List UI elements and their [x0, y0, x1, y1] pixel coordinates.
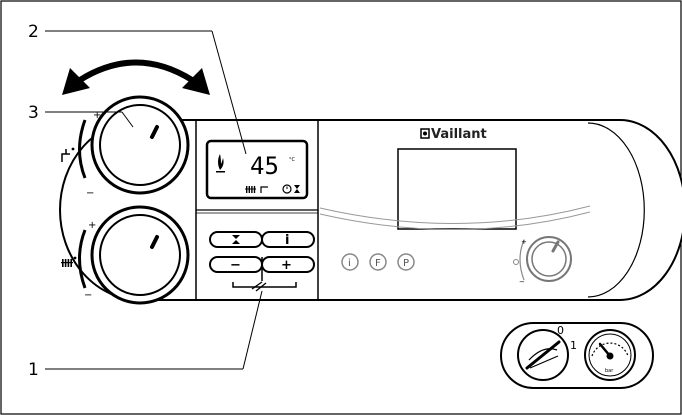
info-button-label: i — [285, 233, 289, 248]
knob-plus-mark: + — [521, 238, 527, 246]
hourglass-icon — [294, 185, 300, 193]
brand-name: Vaillant — [431, 127, 487, 142]
hot-water-plus-mark: + — [93, 110, 101, 121]
fault-button-label: F — [375, 258, 381, 269]
knob-pointer — [551, 240, 560, 253]
rotation-arrowhead-right — [182, 68, 210, 95]
heating-minus-mark: − — [84, 290, 92, 301]
chimney-sweep-combo-icon — [251, 281, 267, 292]
information-screen — [397, 148, 517, 230]
lcd-tap-icon — [260, 186, 268, 193]
brand-logo: Vaillant — [420, 127, 487, 142]
hot-water-scale-arc — [78, 119, 87, 179]
leader-line-1-diagonal — [242, 290, 263, 370]
rotation-arc — [78, 59, 194, 83]
gauge-hub — [606, 352, 614, 360]
info-button[interactable]: i — [261, 231, 315, 248]
callout-label-2: 2 — [28, 22, 39, 42]
knob-minus-mark: − — [519, 278, 525, 286]
heating-scale-arc — [78, 229, 87, 289]
gauge-scale — [591, 342, 629, 357]
chimney-sweep-button[interactable] — [209, 231, 263, 248]
temperature-readout: 45 — [250, 152, 279, 180]
knob-sun-icon — [513, 259, 519, 265]
switch-on-label: 1 — [570, 339, 577, 352]
program-button-label: P — [403, 258, 409, 269]
dial-pointer — [150, 235, 159, 249]
hot-water-temperature-dial[interactable] — [90, 95, 190, 195]
leader-line-2-diagonal — [211, 30, 247, 155]
minus-button-label: − — [230, 258, 241, 273]
clock-icon — [282, 184, 292, 194]
rotation-arrowhead-left — [62, 68, 90, 95]
pressure-gauge: bar — [584, 329, 636, 381]
gauge-unit-label: bar — [605, 368, 614, 374]
dial-pointer — [150, 125, 159, 139]
switch-lever — [525, 340, 561, 370]
heating-temperature-dial[interactable] — [90, 205, 190, 305]
fault-button[interactable]: F — [369, 253, 387, 271]
minus-button[interactable]: − — [209, 256, 263, 273]
radiator-icon — [61, 256, 77, 267]
panel-decorative-curve — [319, 205, 591, 225]
lcd-display: 45 °C — [205, 139, 309, 200]
hot-water-minus-mark: − — [86, 188, 94, 199]
heating-plus-mark: + — [88, 220, 96, 231]
information-button-label: i — [348, 258, 351, 269]
callout-label-3: 3 — [28, 103, 39, 123]
program-button[interactable]: P — [397, 253, 415, 271]
chimney-sweep-bracket — [232, 282, 297, 288]
knob-scale-arc — [519, 239, 525, 281]
right-inner-curve — [587, 122, 645, 298]
lcd-radiator-icon — [245, 186, 256, 193]
panel-decorative-curve-2 — [319, 211, 591, 231]
plus-button[interactable]: + — [261, 256, 315, 273]
plus-button-label: + — [281, 258, 292, 273]
information-button[interactable]: i — [341, 253, 359, 271]
main-switch[interactable] — [517, 329, 569, 381]
callout-label-1: 1 — [28, 360, 39, 380]
chimney-sweep-icon — [232, 235, 240, 244]
temperature-unit: °C — [289, 157, 296, 163]
tap-icon — [61, 147, 75, 162]
flame-icon — [218, 154, 224, 170]
switch-off-label: 0 — [557, 324, 564, 337]
flame-base — [216, 171, 225, 173]
leader-line-3-diagonal — [121, 111, 134, 128]
selector-knob[interactable] — [526, 236, 572, 282]
